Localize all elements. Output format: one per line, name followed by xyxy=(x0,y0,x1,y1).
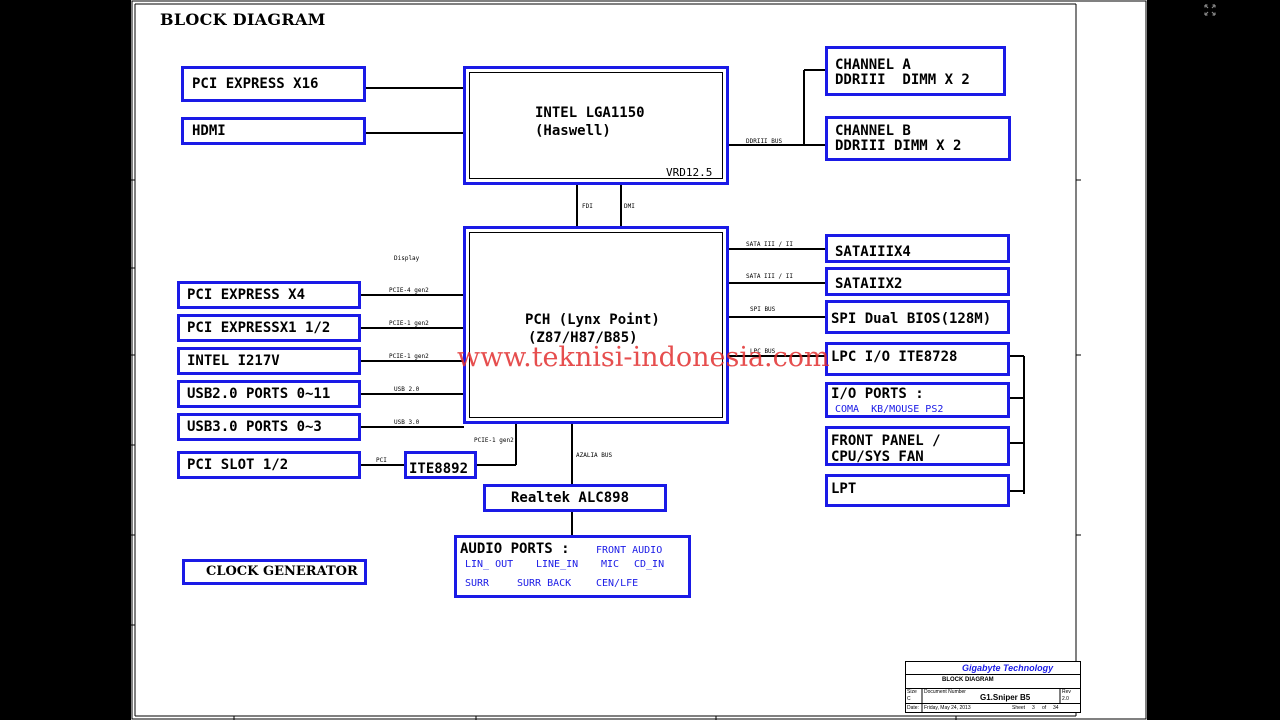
hdmi-box xyxy=(181,117,366,145)
size-value: C xyxy=(907,696,911,702)
sata3-bus-label: SATA III / II xyxy=(746,241,793,248)
cpu-vrd-label: VRD12.5 xyxy=(666,166,713,179)
pcie-x16-box xyxy=(181,66,366,102)
i217v-label: INTEL I217V xyxy=(187,353,280,369)
io-ports-box xyxy=(825,382,1010,418)
audio-surr-back: SURR BACK xyxy=(517,578,572,589)
front-panel-line2: CPU/SYS FAN xyxy=(831,449,924,465)
pcie-x1-box xyxy=(177,314,361,342)
spi-bus-label: SPI BUS xyxy=(750,306,776,313)
audio-front-label: FRONT AUDIO xyxy=(596,545,663,556)
pcie1-gen2-label-a: PCIE-1 gen2 xyxy=(389,320,429,327)
pci-slot-box xyxy=(177,451,361,479)
sheet-label: Sheet xyxy=(1012,705,1026,711)
diagram-title: BLOCK DIAGRAM xyxy=(160,10,326,29)
pcie-x4-label: PCI EXPRESS X4 xyxy=(187,287,306,303)
cpu-block xyxy=(463,66,729,185)
lpt-box xyxy=(825,474,1010,507)
doc-number-value: G1.Sniper B5 xyxy=(980,693,1031,702)
audio-surr: SURR xyxy=(465,578,490,589)
audio-ports-header: AUDIO PORTS : xyxy=(460,541,570,557)
docnum-label: Document Number xyxy=(924,689,966,695)
front-panel-line1: FRONT PANEL / xyxy=(831,433,941,449)
sheet-value: 3 xyxy=(1032,705,1035,711)
ddriii-bus-label: DDRIII BUS xyxy=(746,138,783,145)
lpc-bus-label: LPC BUS xyxy=(750,348,776,355)
audio-ports-box xyxy=(454,535,691,598)
sata2-label: SATAIIX2 xyxy=(835,276,903,292)
sata3-label: SATAIIIX4 xyxy=(835,244,911,260)
pch-label-line1: PCH (Lynx Point) xyxy=(525,312,660,328)
of-value: 34 xyxy=(1053,705,1059,711)
ite8892-box xyxy=(404,451,477,479)
audio-cd-in: CD_IN xyxy=(634,559,665,570)
channel-a-box xyxy=(825,46,1006,96)
date-label: Date: xyxy=(907,705,919,711)
lpt-label: LPT xyxy=(831,481,857,497)
realtek-label: Realtek ALC898 xyxy=(511,490,630,506)
display-label: Display xyxy=(394,255,420,262)
pch-block xyxy=(463,226,729,424)
fdi-label: FDI xyxy=(582,203,593,210)
pcie-x4-box xyxy=(177,281,361,309)
clock-generator-box xyxy=(182,559,367,585)
channel-a-line1: CHANNEL A xyxy=(835,57,911,73)
rev-label: Rev xyxy=(1062,689,1071,695)
title-block-sheet-title: BLOCK DIAGRAM xyxy=(942,677,994,683)
ite8892-label: ITE8892 xyxy=(409,461,469,477)
expand-icon[interactable] xyxy=(1203,3,1217,17)
lpc-io-box xyxy=(825,342,1010,376)
pcie1-gen2-label-c: PCIE-1 gen2 xyxy=(474,437,514,444)
audio-line-in: LINE_IN xyxy=(536,559,579,570)
usb2-box xyxy=(177,380,361,408)
io-ports-sub: COMA KB/MOUSE PS2 xyxy=(835,404,944,415)
cpu-label-line1: INTEL LGA1150 xyxy=(535,105,645,121)
hdmi-label: HDMI xyxy=(192,123,226,139)
front-panel-box xyxy=(825,426,1010,466)
pcie1-gen2-label-b: PCIE-1 gen2 xyxy=(389,353,429,360)
sata2-box xyxy=(825,267,1010,296)
pcie-x16-label: PCI EXPRESS X16 xyxy=(192,76,319,92)
pcie-x1-label: PCI EXPRESSX1 1/2 xyxy=(187,320,331,336)
audio-mic: MIC xyxy=(601,559,620,570)
rev-value: 2.0 xyxy=(1062,696,1069,702)
realtek-box xyxy=(483,484,667,512)
company-name: Gigabyte Technology xyxy=(962,663,1054,673)
clock-generator-label: CLOCK GENERATOR xyxy=(206,564,358,579)
pcie4-gen2-label: PCIE-4 gen2 xyxy=(389,287,429,294)
channel-b-line2: DDRIII DIMM X 2 xyxy=(835,138,962,154)
usb30-bus-label: USB 3.0 xyxy=(394,419,420,426)
dmi-label: DMI xyxy=(624,203,635,210)
azalia-bus-label: AZALIA BUS xyxy=(576,452,613,459)
spi-bios-label: SPI Dual BIOS(128M) xyxy=(831,311,992,327)
cpu-label-line2: (Haswell) xyxy=(535,123,611,139)
size-label: Size xyxy=(907,689,917,695)
audio-lin-out: LIN_ OUT xyxy=(465,559,514,570)
usb3-box xyxy=(177,413,361,441)
pci-bus-label: PCI xyxy=(376,457,387,464)
usb3-label: USB3.0 PORTS 0~3 xyxy=(187,419,322,435)
audio-cen-lfe: CEN/LFE xyxy=(596,578,639,589)
sata3-box xyxy=(825,234,1010,263)
channel-b-line1: CHANNEL B xyxy=(835,123,911,139)
io-ports-label: I/O PORTS : xyxy=(831,386,924,402)
watermark-text: www.teknisi-indonesia.com xyxy=(457,342,830,373)
date-value: Friday, May 24, 2013 xyxy=(924,705,971,711)
channel-a-line2: DDRIII DIMM X 2 xyxy=(835,72,970,88)
pch-label-line2: (Z87/H87/B85) xyxy=(528,330,638,346)
usb20-bus-label: USB 2.0 xyxy=(394,386,420,393)
usb2-label: USB2.0 PORTS 0~11 xyxy=(187,386,331,402)
title-block: Gigabyte Technology BLOCK DIAGRAM Size D… xyxy=(905,661,1081,713)
lpc-io-label: LPC I/O ITE8728 xyxy=(831,349,958,365)
of-label: of xyxy=(1042,705,1047,711)
channel-b-box xyxy=(825,116,1011,161)
schematic-sheet: BLOCK DIAGRAM INTEL LGA1150 (Haswell) VR… xyxy=(131,0,1147,720)
spi-bios-box xyxy=(825,300,1010,334)
i217v-box xyxy=(177,347,361,375)
sata2-bus-label: SATA III / II xyxy=(746,273,793,280)
pci-slot-label: PCI SLOT 1/2 xyxy=(187,457,289,473)
